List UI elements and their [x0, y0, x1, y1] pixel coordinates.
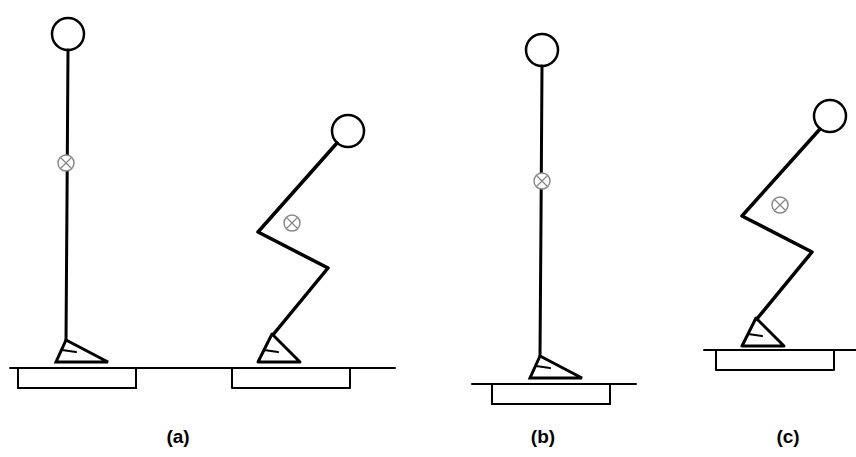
panel-label: (c): [776, 426, 799, 448]
crouched-figure: [704, 100, 856, 370]
panel-label: (a): [166, 426, 189, 448]
crouched-figure: [232, 115, 364, 388]
standing-figure: [10, 18, 395, 388]
panel-label: (b): [531, 426, 555, 448]
standing-figure: [472, 34, 636, 404]
